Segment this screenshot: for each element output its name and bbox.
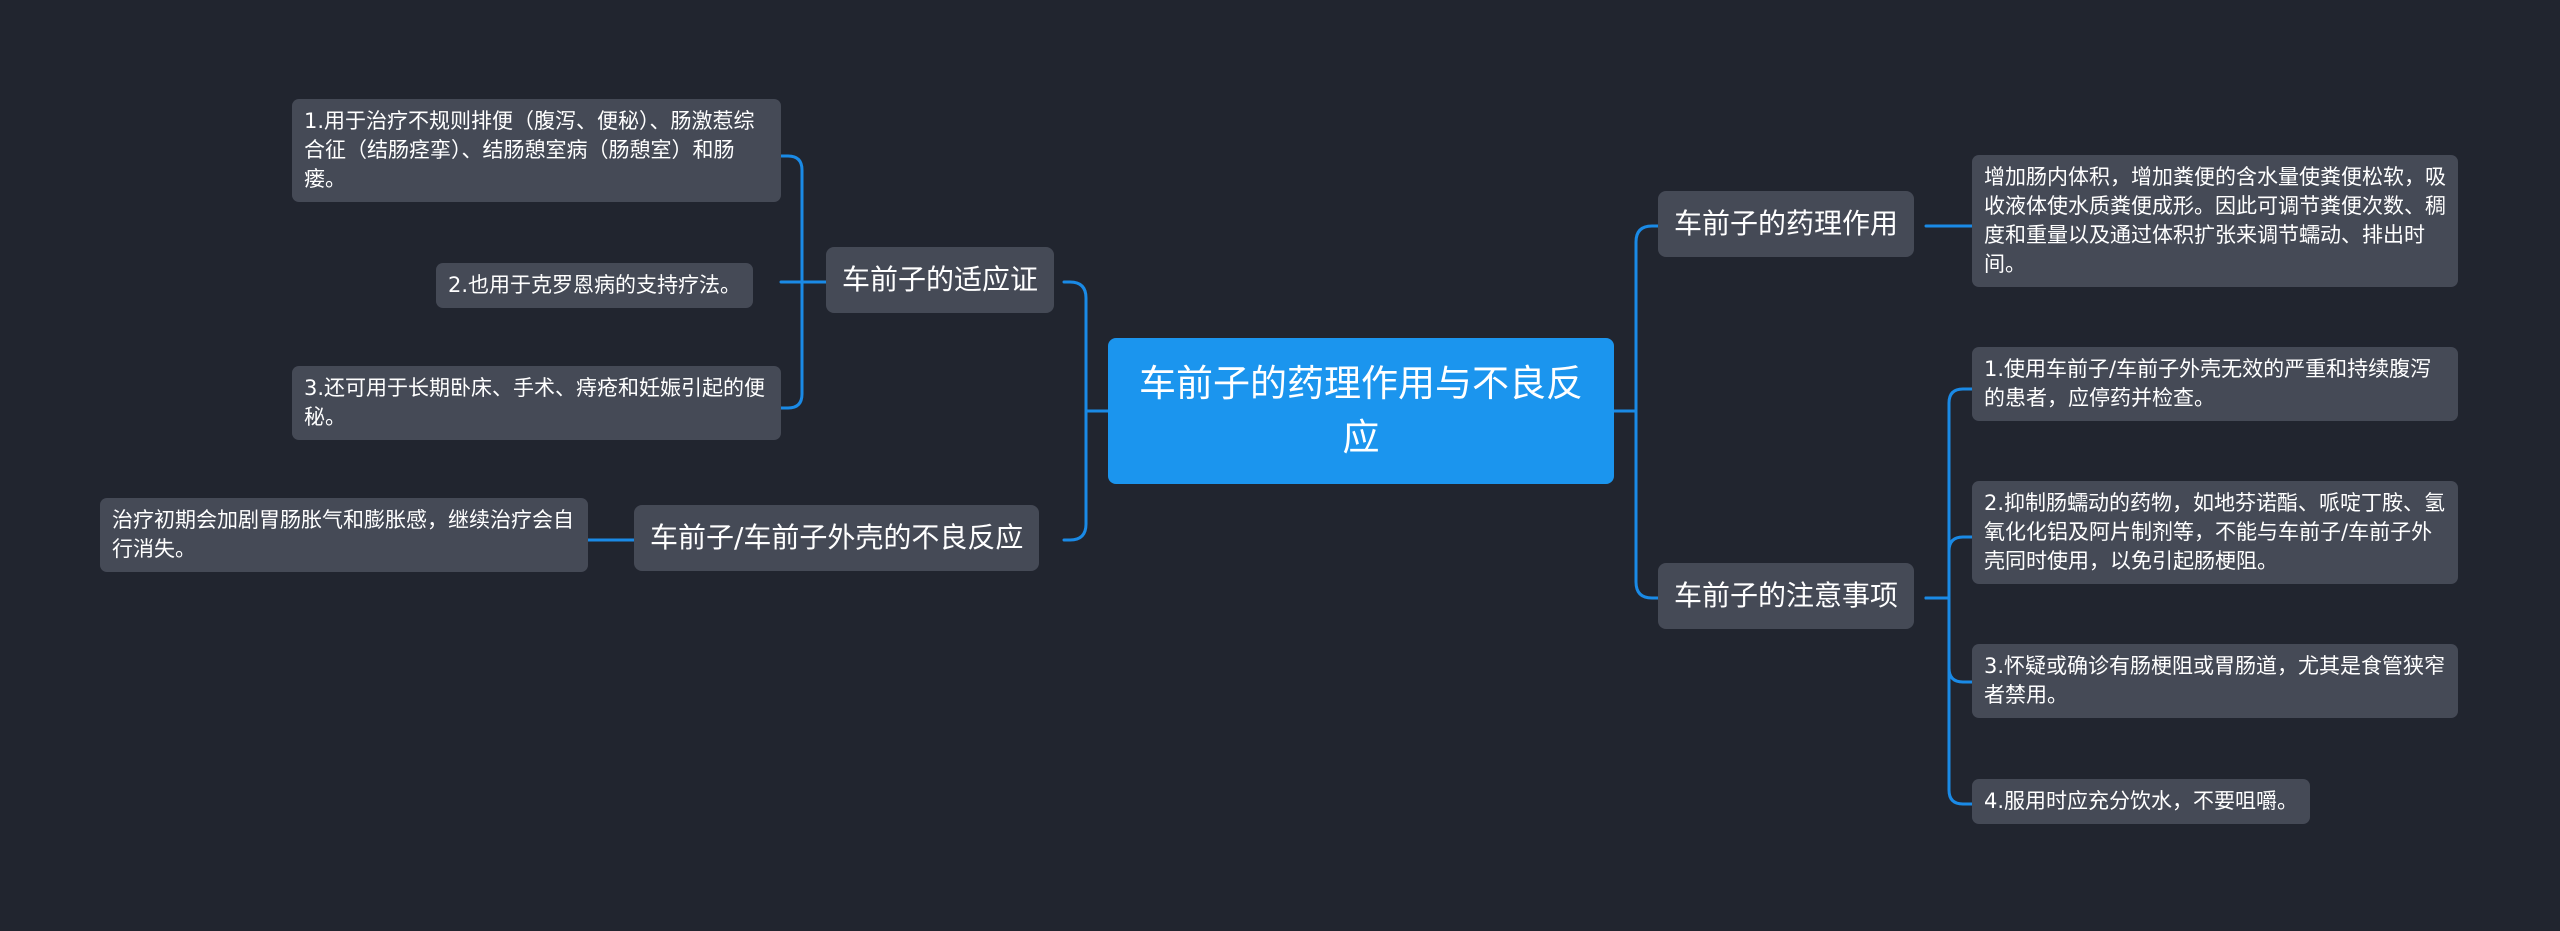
leaf-text: 3.怀疑或确诊有肠梗阻或胃肠道，尤其是食管狭窄者禁用。: [1984, 654, 2446, 707]
leaf-precautions-3[interactable]: 3.怀疑或确诊有肠梗阻或胃肠道，尤其是食管狭窄者禁用。: [1972, 644, 2458, 718]
branch-adverse-reactions[interactable]: 车前子/车前子外壳的不良反应: [634, 505, 1040, 571]
leaf-text: 增加肠内体积，增加粪便的含水量使粪便松软，吸收液体使水质粪便成形。因此可调节粪便…: [1984, 165, 2446, 276]
branch-precautions-label: 车前子的注意事项: [1674, 579, 1899, 612]
connector-indications-leaf-3: [779, 280, 828, 410]
root-node[interactable]: 车前子的药理作用与不良反应: [1108, 338, 1614, 484]
leaf-text: 2.抑制肠蠕动的药物，如地芬诺酯、哌啶丁胺、氢氧化化铝及阿片制剂等，不能与车前子…: [1984, 491, 2446, 573]
connector-precautions-leaf-1: [1924, 387, 1974, 600]
leaf-text: 2.也用于克罗恩病的支持疗法。: [448, 273, 742, 297]
leaf-indications-3[interactable]: 3.还可用于长期卧床、手术、痔疮和妊娠引起的便秘。: [292, 366, 781, 440]
leaf-text: 1.用于治疗不规则排便（腹泻、便秘）、肠激惹综合征（结肠痉挛）、结肠憩室病（肠憩…: [304, 109, 755, 191]
leaf-precautions-2[interactable]: 2.抑制肠蠕动的药物，如地芬诺酯、哌啶丁胺、氢氧化化铝及阿片制剂等，不能与车前子…: [1972, 481, 2458, 584]
branch-pharmacology[interactable]: 车前子的药理作用: [1658, 191, 1915, 257]
branch-indications[interactable]: 车前子的适应证: [826, 247, 1055, 313]
connector-precautions-leaf-4: [1924, 596, 1974, 806]
branch-adverse-label: 车前子/车前子外壳的不良反应: [650, 521, 1024, 554]
root-title: 车前子的药理作用与不良反应: [1139, 362, 1583, 459]
branch-indications-label: 车前子的适应证: [842, 263, 1039, 296]
connector-root-adverse: [1062, 409, 1110, 542]
connector-root-precautions: [1612, 409, 1660, 600]
leaf-text: 治疗初期会加剧胃肠胀气和膨胀感，继续治疗会自行消失。: [112, 508, 574, 561]
connector-indications-leaf-1: [779, 154, 828, 284]
leaf-adverse-1[interactable]: 治疗初期会加剧胃肠胀气和膨胀感，继续治疗会自行消失。: [100, 498, 588, 572]
leaf-text: 1.使用车前子/车前子外壳无效的严重和持续腹泻的患者，应停药并检查。: [1984, 357, 2432, 410]
connector-root-pharmacology: [1612, 224, 1660, 413]
leaf-precautions-4[interactable]: 4.服用时应充分饮水，不要咀嚼。: [1972, 779, 2311, 824]
leaf-indications-2[interactable]: 2.也用于克罗恩病的支持疗法。: [436, 263, 754, 308]
leaf-precautions-1[interactable]: 1.使用车前子/车前子外壳无效的严重和持续腹泻的患者，应停药并检查。: [1972, 347, 2458, 421]
leaf-pharmacology-1[interactable]: 增加肠内体积，增加粪便的含水量使粪便松软，吸收液体使水质粪便成形。因此可调节粪便…: [1972, 155, 2458, 287]
branch-precautions[interactable]: 车前子的注意事项: [1658, 563, 1915, 629]
leaf-indications-1[interactable]: 1.用于治疗不规则排便（腹泻、便秘）、肠激惹综合征（结肠痉挛）、结肠憩室病（肠憩…: [292, 99, 781, 202]
leaf-text: 3.还可用于长期卧床、手术、痔疮和妊娠引起的便秘。: [304, 376, 766, 429]
connector-precautions-leaf-2: [1924, 535, 1974, 600]
leaf-text: 4.服用时应充分饮水，不要咀嚼。: [1984, 789, 2299, 813]
connector-root-indications: [1062, 280, 1110, 413]
branch-pharmacology-label: 车前子的药理作用: [1674, 207, 1899, 240]
